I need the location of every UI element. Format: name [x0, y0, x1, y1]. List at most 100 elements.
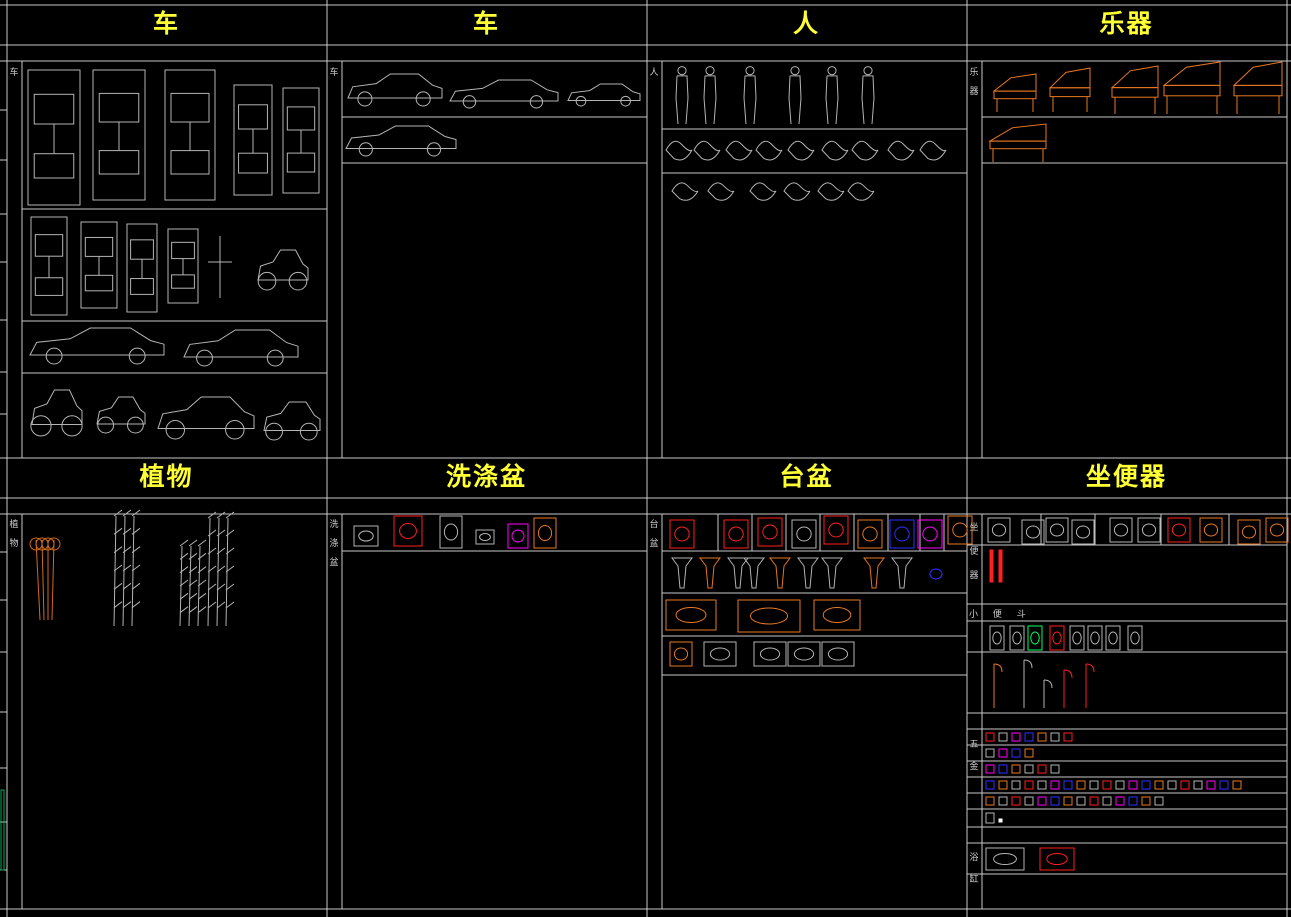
faucet-icon: [1141, 780, 1151, 790]
faucet-icon: [1011, 796, 1021, 806]
faucet-icon: [1011, 780, 1021, 790]
section-title-instruments: 乐器: [1099, 9, 1154, 38]
faucet-icon: [1128, 780, 1138, 790]
pedestal-basin-icon: [797, 557, 819, 589]
toilet-icon: [1071, 519, 1095, 545]
car-top-view-icon: [27, 69, 81, 206]
car-top-view-icon: [167, 228, 199, 304]
faucet-icon: [1024, 748, 1034, 758]
urinal-icon: [1027, 625, 1043, 651]
wash-basin-icon: [947, 515, 973, 545]
layer-marker-icon: [0, 789, 5, 871]
urinal-icon: [1069, 625, 1085, 651]
car-side-view-icon: [345, 125, 457, 157]
faucet-icon: [985, 812, 995, 824]
faucet-icon: [1167, 780, 1177, 790]
car-side-view-icon: [157, 396, 255, 440]
toilet-icon: [1167, 517, 1191, 543]
toilet-icon: [1045, 517, 1069, 543]
car-side-view-icon: [449, 79, 559, 109]
faucet-icon: [1063, 780, 1073, 790]
toilet-icon: [1021, 519, 1045, 545]
person-top-view-icon: [749, 182, 777, 201]
person-top-view-icon: [665, 140, 693, 161]
faucet-icon: [1115, 780, 1125, 790]
faucet-icon: [1141, 796, 1151, 806]
car-side-view-icon: [29, 327, 165, 365]
faucet-icon: [1102, 780, 1112, 790]
person-icon: [825, 66, 839, 125]
wash-basin-icon: [791, 519, 817, 549]
piano-icon: [1110, 65, 1159, 114]
urinal-icon: [1105, 625, 1121, 651]
person-top-view-icon: [817, 182, 845, 201]
car-top-view-icon: [80, 221, 118, 309]
person-top-view-icon: [671, 182, 699, 201]
wash-basin-icon: [757, 517, 783, 547]
car-front-view-icon: [263, 401, 321, 441]
faucet-icon: [1050, 764, 1060, 774]
vanity-basin-icon: [813, 599, 861, 631]
faucet-icon: [998, 818, 1003, 823]
faucet-icon: [998, 732, 1008, 742]
faucet-icon: [998, 796, 1008, 806]
section-title-basins: 台盆: [779, 462, 834, 491]
faucet-icon: [1037, 796, 1047, 806]
section-title-toilets: 坐便器: [1085, 462, 1167, 491]
wash-basin-icon: [723, 519, 749, 549]
person-top-view-icon: [851, 140, 879, 161]
wash-basin-icon: [929, 568, 943, 580]
urinal-icon: [1087, 625, 1103, 651]
urinal-icon: [1049, 625, 1065, 651]
person-top-view-icon: [783, 182, 811, 201]
side-label-plants: 植 物: [9, 520, 19, 549]
side-label-kitchen-sinks: 洗 涤 盆: [329, 520, 339, 568]
car-side-view-icon: [347, 73, 443, 107]
piano-icon: [1162, 61, 1221, 114]
person-icon: [703, 66, 717, 125]
faucet-icon: [1024, 796, 1034, 806]
shower-icon: [993, 663, 1003, 708]
car-top-view-icon: [30, 216, 68, 316]
faucet-icon: [1024, 764, 1034, 774]
bamboo-icon: [179, 539, 207, 627]
wash-basin-icon: [917, 519, 943, 549]
faucet-icon: [1024, 780, 1034, 790]
person-top-view-icon: [787, 140, 815, 161]
faucet-icon: [985, 764, 995, 774]
kitchen-sink-icon: [353, 525, 379, 547]
kitchen-sink-icon: [439, 515, 463, 549]
faucet-icon: [1102, 796, 1112, 806]
piano-icon: [992, 73, 1037, 112]
person-top-view-icon: [887, 140, 915, 161]
car-front-view-icon: [30, 389, 83, 437]
person-icon: [788, 66, 802, 125]
pedestal-basin-icon: [727, 557, 749, 589]
section-title-people: 人: [792, 9, 820, 38]
car-top-view-icon: [233, 84, 273, 196]
kitchen-sink-icon: [507, 523, 529, 549]
car-side-view-icon: [567, 83, 641, 107]
faucet-icon: [1154, 780, 1164, 790]
faucet-icon: [1037, 732, 1047, 742]
side-label-vehicles-side: 车: [329, 68, 339, 78]
pedestal-basin-icon: [671, 557, 693, 589]
section-title-plants: 植物: [139, 462, 194, 491]
toilet-icon: [1109, 517, 1133, 543]
faucet-icon: [1154, 796, 1164, 806]
piano-icon: [988, 123, 1047, 162]
wall-basin-icon: [753, 641, 787, 667]
faucet-icon: [1050, 796, 1060, 806]
faucet-icon: [1076, 796, 1086, 806]
faucet-icon: [1128, 796, 1138, 806]
person-top-view-icon: [707, 182, 735, 201]
wall-basin-icon: [787, 641, 821, 667]
shower-icon: [1043, 679, 1053, 708]
faucet-icon: [985, 748, 995, 758]
toilet-icon: [1237, 519, 1261, 545]
vanity-basin-icon: [737, 599, 801, 633]
pedestal-basin-icon: [891, 557, 913, 589]
faucet-icon: [1011, 748, 1021, 758]
toilet-icon: [1137, 517, 1161, 543]
